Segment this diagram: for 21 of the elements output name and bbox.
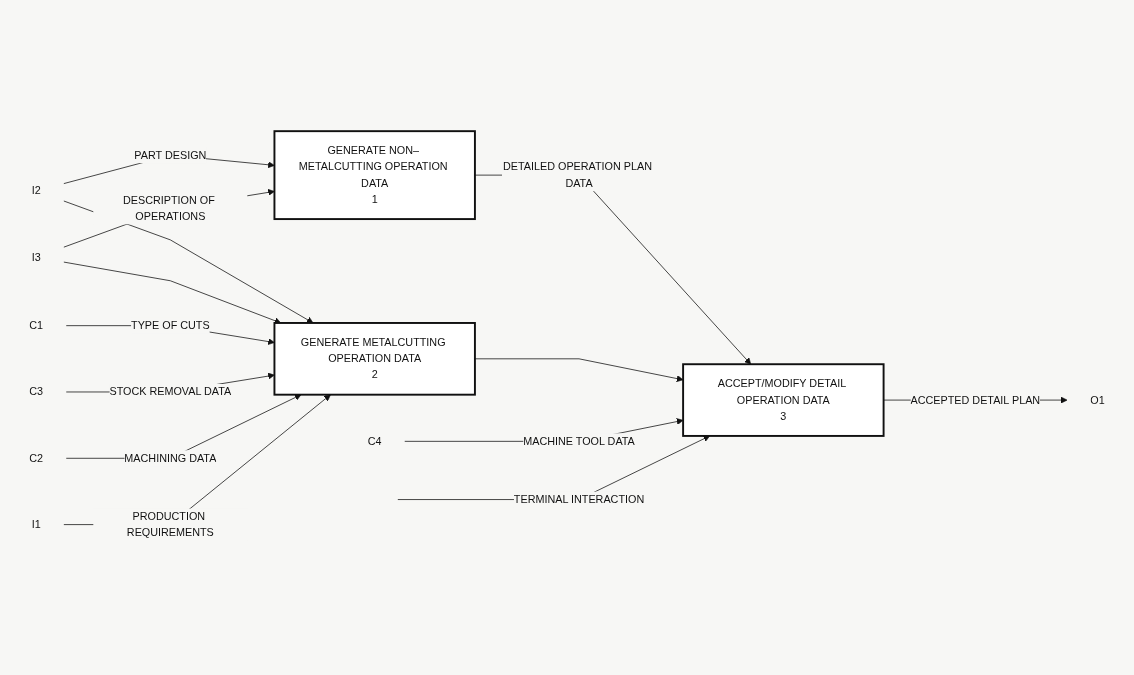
edge-label: TYPE OF CUTS	[131, 318, 210, 332]
edge-label: MACHINE TOOL DATA	[523, 434, 635, 447]
node-text: C4	[367, 434, 382, 447]
edge-label: PRODUCTION REQUIREMENTS	[126, 509, 214, 539]
edge-label: ACCEPTED DETAIL PLAN	[910, 393, 1041, 406]
node-text: I3	[31, 250, 41, 263]
node-box: GENERATE NON– METALCUTTING OPERATION DATA 1	[273, 130, 476, 220]
node-text: O1	[1090, 393, 1105, 406]
node-text: C1	[29, 318, 44, 332]
node-box: ACCEPT/MODIFY DETAIL OPERATION DATA 3	[682, 363, 885, 437]
edge-label: TERMINAL INTERACTION	[513, 492, 645, 506]
node-text: I1	[31, 517, 41, 531]
edge-label: DESCRIPTION OF OPERATIONS	[122, 193, 215, 222]
edge-label: MACHINING DATA	[124, 451, 217, 464]
node-text: I2	[31, 184, 41, 197]
node-text: C3	[29, 385, 44, 398]
edge-label: DETAILED OPERATION PLAN DATA	[503, 160, 652, 189]
node-box: GENERATE METALCUTTING OPERATION DATA 2	[273, 321, 476, 396]
edge-label: PART DESIGN	[134, 148, 207, 161]
node-text: C2	[29, 451, 44, 464]
edge-label: STOCK REMOVAL DATA	[109, 385, 232, 398]
